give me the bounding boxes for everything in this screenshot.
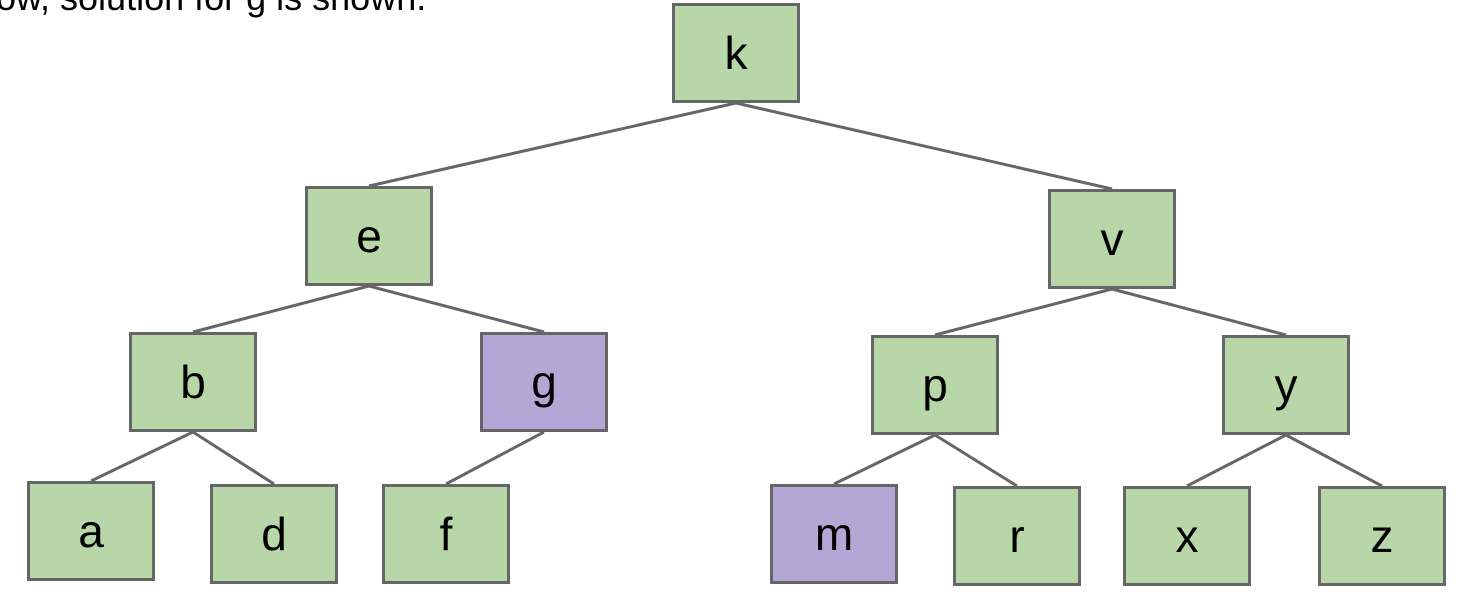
node-label: x [1175,510,1199,562]
node-label: g [531,356,557,408]
node-label: b [180,356,206,408]
tree-node-b: b [129,332,257,432]
edge-k-e [368,101,737,188]
node-label: z [1370,510,1394,562]
node-label: e [356,210,382,262]
edge-e-b [192,284,370,334]
node-label: p [922,359,948,411]
tree-node-g: g [480,332,608,432]
caption-text: ow, solution for g is shown. [0,0,426,18]
edge-k-v [735,101,1113,191]
node-label: y [1274,359,1298,411]
tree-node-f: f [382,484,510,584]
tree-node-v: v [1048,189,1176,289]
tree-node-k: k [672,3,800,103]
tree-node-y: y [1222,335,1350,435]
tree-node-p: p [871,335,999,435]
node-label: f [439,508,453,560]
edge-v-y [1111,287,1287,337]
node-label: d [261,508,287,560]
node-label: r [1009,510,1025,562]
tree-node-x: x [1123,486,1251,586]
edge-g-f [445,430,545,486]
edge-y-x [1186,433,1287,488]
tree-node-r: r [953,486,1081,586]
node-label: k [724,27,748,79]
tree-node-d: d [210,484,338,584]
node-label: m [814,508,854,560]
edge-e-g [368,284,545,334]
edge-v-p [934,287,1113,337]
tree-node-m: m [770,484,898,584]
edge-b-d [192,430,275,486]
node-label: v [1100,213,1124,265]
edge-y-z [1285,433,1383,488]
tree-node-z: z [1318,486,1446,586]
edge-p-m [833,433,936,486]
node-label: a [78,505,104,557]
tree-node-a: a [27,481,155,581]
edge-b-a [90,430,194,483]
edge-p-r [934,433,1018,488]
tree-node-e: e [305,186,433,286]
